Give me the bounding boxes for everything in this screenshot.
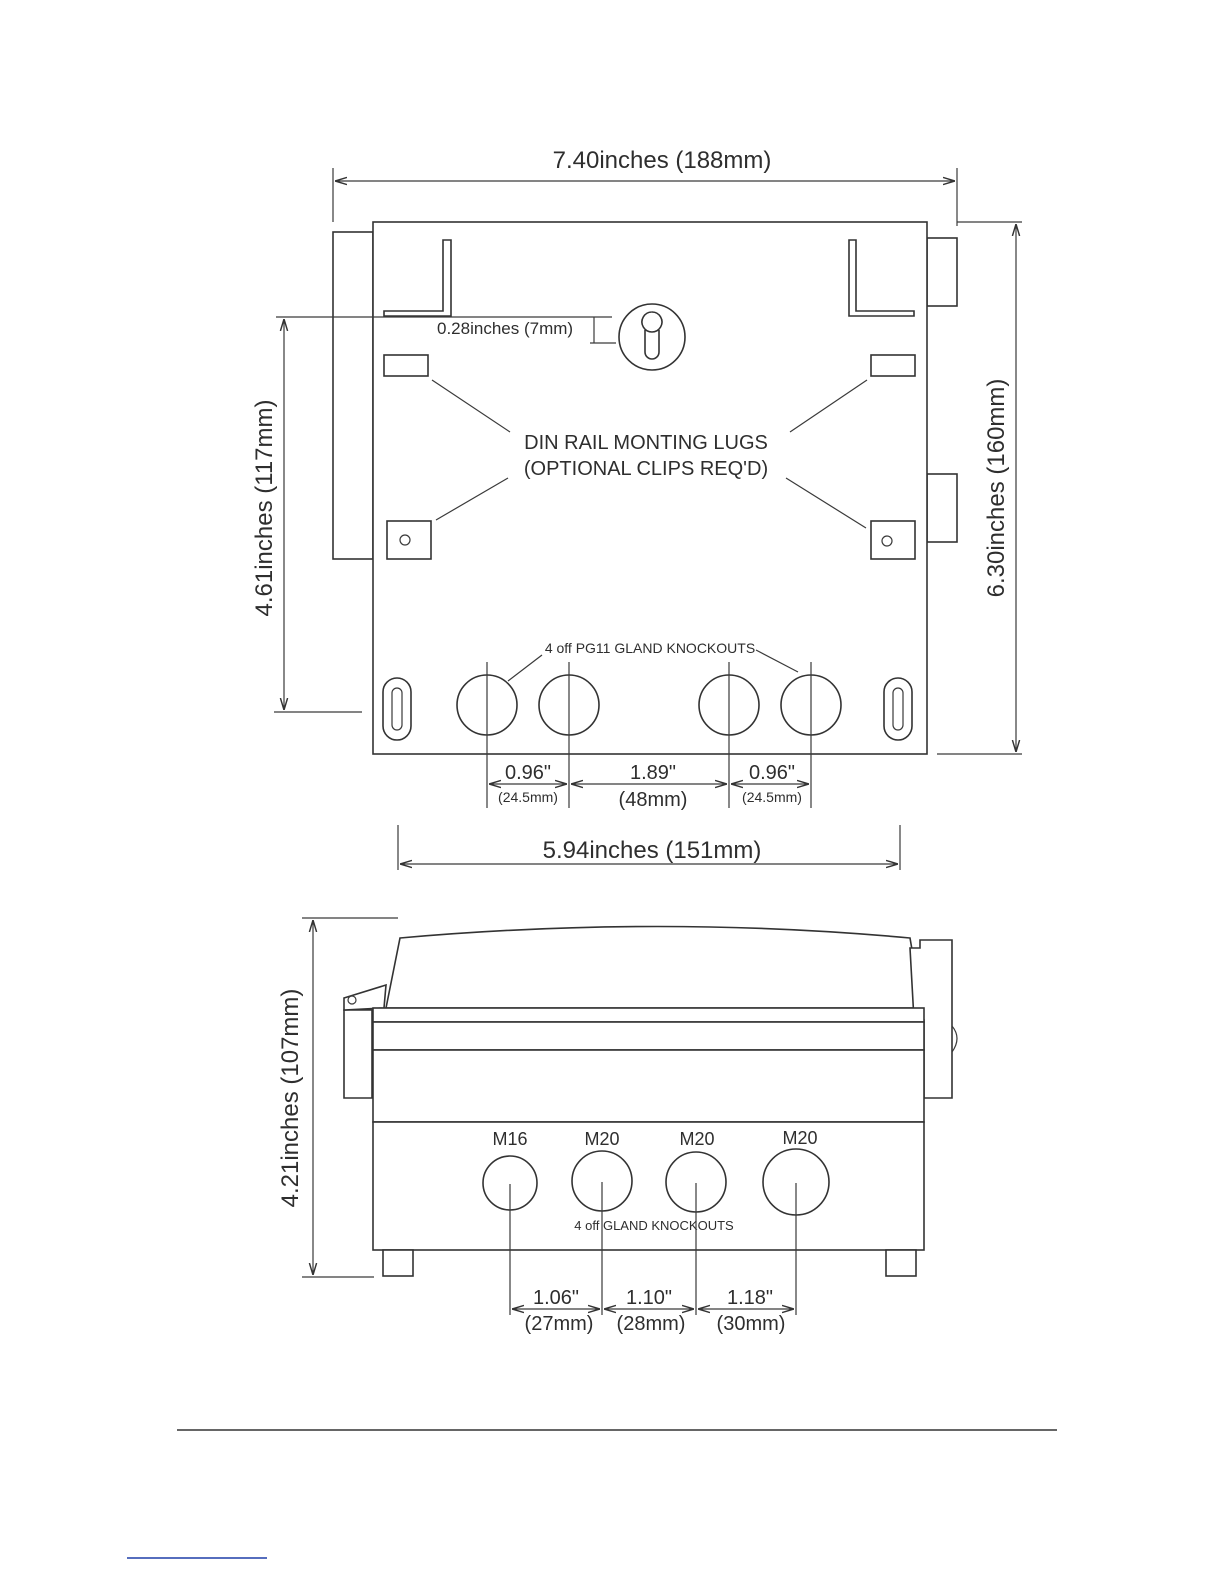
din-lug-hole-left: [399, 534, 411, 546]
gland-size-2: M20: [584, 1129, 619, 1149]
left-side-flange: [332, 231, 374, 560]
side-spacing-3-inch: 1.18": [727, 1287, 773, 1309]
pg11-leader-right: [755, 649, 799, 673]
side-view: 4.21inches (107mm) M16 M20 M20 M20 4 off…: [277, 917, 958, 1335]
din-lug-hole-right: [881, 535, 893, 547]
leader-line-top-left: [431, 379, 511, 433]
mount-height-label: 4.61inches (117mm): [251, 400, 278, 617]
pg11-leader-left: [507, 654, 543, 682]
din-lug-top-left: [383, 354, 429, 377]
din-lug-bottom-left: [386, 520, 432, 560]
overall-height-label: 6.30inches (160mm): [983, 379, 1010, 598]
overall-width-label: 7.40inches (188mm): [553, 147, 772, 174]
din-rail-label-line2: (OPTIONAL CLIPS REQ'D): [524, 458, 768, 480]
foot-left: [382, 1249, 414, 1277]
mount-slot-left-inner: [391, 687, 403, 731]
l-bracket-right: [848, 239, 915, 317]
pg11-spacing-2-inch: 1.89": [630, 762, 676, 784]
side-spacing-1-mm: (27mm): [525, 1313, 594, 1335]
side-spacing-2-mm: (28mm): [617, 1313, 686, 1335]
base-width-label: 5.94inches (151mm): [543, 837, 762, 864]
right-hinge-block-top: [926, 237, 958, 307]
mount-slot-right-inner: [892, 687, 904, 731]
right-hinge-block-bottom: [926, 473, 958, 543]
side-knockouts-label: 4 off GLAND KNOCKOUTS: [574, 1218, 734, 1233]
pg11-spacing-3-mm: (24.5mm): [742, 789, 802, 805]
l-bracket-left: [383, 239, 452, 317]
pg11-spacing-1-mm: (24.5mm): [498, 789, 558, 805]
keyhole-slot-icon: [641, 311, 663, 360]
mount-slot-right: [883, 677, 913, 741]
enclosure-lid: [385, 925, 923, 1009]
gland-size-3: M20: [679, 1129, 714, 1149]
middle-body-band: [372, 1049, 925, 1123]
pg11-spacing-1-inch: 0.96": [505, 762, 551, 784]
gland-size-1: M16: [492, 1129, 527, 1149]
keyhole-mount-outer: [618, 303, 686, 371]
enclosure-back-plate: [372, 221, 928, 755]
side-spacing-2-inch: 1.10": [626, 1287, 672, 1309]
left-latch: [343, 1009, 373, 1099]
side-spacing-3-mm: (30mm): [717, 1313, 786, 1335]
pg11-spacing-3-inch: 0.96": [749, 762, 795, 784]
pg11-knockouts-label: 4 off PG11 GLAND KNOCKOUTS: [545, 640, 755, 656]
din-lug-top-right: [870, 354, 916, 377]
leader-line-bottom-left: [435, 477, 509, 521]
foot-right: [885, 1249, 917, 1277]
right-hinge-knuckle: [951, 1025, 958, 1053]
left-latch-pin: [347, 995, 357, 1005]
gland-size-4: M20: [782, 1128, 817, 1148]
side-height-label: 4.21inches (107mm): [277, 989, 304, 1208]
mount-slot-left: [382, 677, 412, 741]
leader-line-bottom-right: [785, 477, 867, 529]
pg11-spacing-2-mm: (48mm): [619, 789, 688, 811]
din-lug-bottom-right: [870, 520, 916, 560]
lid-seal-band: [372, 1007, 925, 1023]
upper-body-band: [372, 1021, 925, 1051]
lower-body-band: [372, 1121, 925, 1251]
keyhole-offset-label: 0.28inches (7mm): [437, 319, 573, 338]
leader-line-top-right: [789, 379, 868, 433]
left-latch-tab: [343, 983, 387, 1011]
din-rail-label-line1: DIN RAIL MONTING LUGS: [524, 432, 768, 454]
top-view: 7.40inches (188mm) 0.28inches (7mm) DIN: [251, 147, 1022, 870]
side-spacing-1-inch: 1.06": [533, 1287, 579, 1309]
